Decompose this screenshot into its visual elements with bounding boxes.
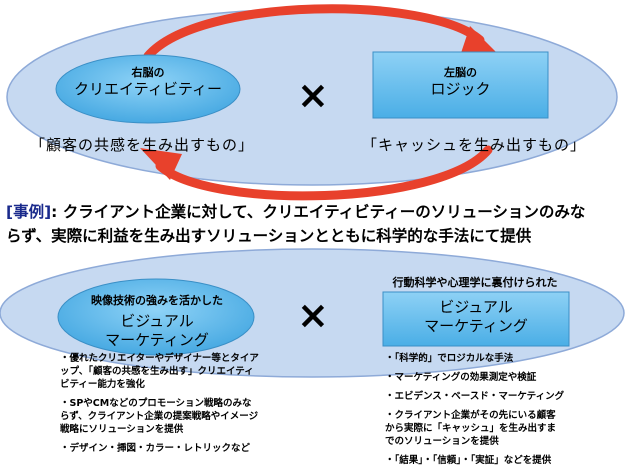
- bottom-left-node: 映像技術の強みを活かした ビジュアル マーケティング: [62, 294, 252, 349]
- list-item: ・「結果」・「信頼」・「実証」などを提供: [385, 455, 552, 466]
- example-line2: らず、実際に利益を生み出すソリューションとともに科学的な手法にて提供: [6, 227, 532, 245]
- right-bullet-list: ・「科学的」でロジカルな手法 ・マーケティングの効果測定や検証 ・エビデンス・ベ…: [385, 352, 565, 473]
- top-right-node-shape: [372, 51, 549, 119]
- list-item: ・デザイン・挿図・カラー・レトリックなど: [60, 443, 251, 454]
- bottom-right-node-line2: マーケティング: [424, 316, 528, 335]
- top-left-quote: 「顧客の共感を生み出すもの」: [30, 136, 255, 154]
- example-line1: : クライアント企業に対して、クリエイティビティーのソリューションのみな: [51, 203, 586, 221]
- top-right-quote: 「キャッシュを生み出すもの」: [362, 136, 587, 154]
- top-arrow-lower: [155, 145, 493, 201]
- top-cross: ×: [297, 73, 329, 117]
- top-left-node: 右脳の クリエイティビティー: [58, 66, 238, 99]
- bottom-right-node-shape: [382, 291, 570, 347]
- list-item: ・優れたクリエイターやデザイナー等とタイアップ、「顧客の共感を生み出す」クリエイ…: [60, 353, 259, 390]
- top-left-node-shape: [55, 54, 241, 124]
- left-bullet-list: ・優れたクリエイターやデザイナー等とタイアップ、「顧客の共感を生み出す」クリエイ…: [60, 352, 260, 461]
- top-right-node-line2: ロジック: [430, 79, 491, 98]
- top-left-node-line2: クリエイティビティー: [74, 79, 222, 98]
- bottom-right-node: ビジュアル マーケティング: [383, 298, 569, 336]
- top-right-node-line1: 左脳の: [444, 66, 477, 79]
- bottom-left-node-line1: ビジュアル: [120, 311, 194, 330]
- list-item: ・SPやCMなどのプロモーション戦略のみならず、クライアント企業の提案戦略やイメ…: [60, 398, 259, 435]
- bottom-cross: ×: [297, 293, 329, 337]
- list-item: ・エビデンス・ベースド・マーケティング: [385, 391, 565, 402]
- bottom-left-caption: 映像技術の強みを活かした: [91, 294, 223, 307]
- example-tag: [事例]: [6, 203, 52, 221]
- list-item: ・「科学的」でロジカルな手法: [385, 353, 514, 364]
- bottom-left-node-line2: マーケティング: [105, 330, 209, 349]
- top-arrow-upper: [143, 4, 485, 61]
- top-right-node: 左脳の ロジック: [373, 66, 548, 99]
- top-left-node-line1: 右脳の: [131, 66, 165, 79]
- bottom-left-node-shape: [57, 278, 255, 356]
- bottom-right-caption: 行動科学や心理学に裏付けられた: [392, 276, 558, 289]
- bottom-right-caption-wrap: 行動科学や心理学に裏付けられた: [365, 276, 585, 290]
- bottom-right-node-line1: ビジュアル: [439, 298, 513, 316]
- example-text: [事例]: クライアント企業に対して、クリエイティビティーのソリューションのみな…: [6, 200, 585, 248]
- list-item: ・マーケティングの効果測定や検証: [385, 372, 537, 383]
- list-item: ・クライアント企業がその先にいる顧客から実際に「キャッシュ」を生み出すまでのソリ…: [385, 410, 557, 447]
